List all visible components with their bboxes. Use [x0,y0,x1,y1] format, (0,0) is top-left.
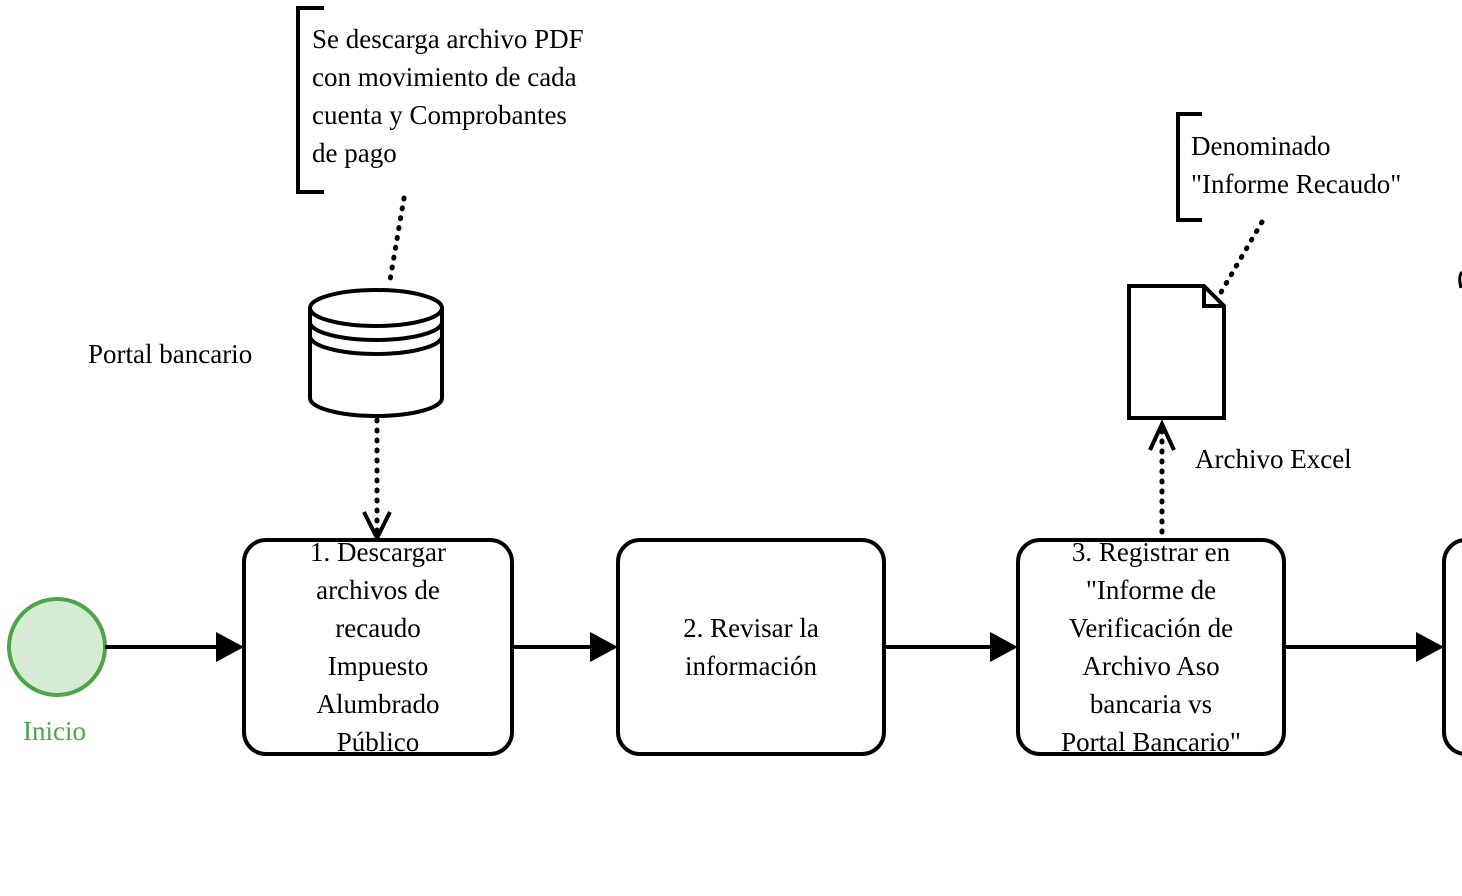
task-2-label: 2. Revisar la información [683,613,819,681]
sequence-flow-task1-to-task2 [512,632,618,662]
sequence-flow-task3-to-task4 [1284,632,1444,662]
data-association-task3-to-excel [1148,419,1176,535]
start-event[interactable] [7,597,107,697]
task-next-partial[interactable] [1442,538,1462,756]
offscreen-element-fragment [1458,270,1462,289]
data-store-portal-bancario[interactable] [308,288,444,418]
start-event-label: Inicio [23,716,86,746]
annotation-text-pdf: Se descarga archivo PDF con movimiento d… [312,24,584,168]
annotation-text-excel: Denominado "Informe Recaudo" [1191,131,1402,199]
task-revisar-informacion[interactable] [616,538,886,756]
sequence-flow-task2-to-task3 [884,632,1018,662]
data-store-label: Portal bancario [88,339,253,369]
sequence-flow-start-to-task1 [105,632,244,662]
data-object-label: Archivo Excel [1195,444,1352,474]
association-excel-note-to-object [1217,219,1265,297]
annotation-bracket-pdf [296,6,324,194]
task-1-label: 1. Descargar archivos de recaudo Impuest… [310,537,446,757]
data-association-store-to-task1 [362,417,392,543]
task-registrar-informe[interactable] [1016,538,1286,756]
annotation-bracket-excel [1176,112,1202,222]
task-3-label: 3. Registrar en "Informe de Verificación… [1061,537,1241,757]
association-pdf-note-to-store [386,195,407,289]
data-object-archivo-excel[interactable] [1127,284,1226,420]
